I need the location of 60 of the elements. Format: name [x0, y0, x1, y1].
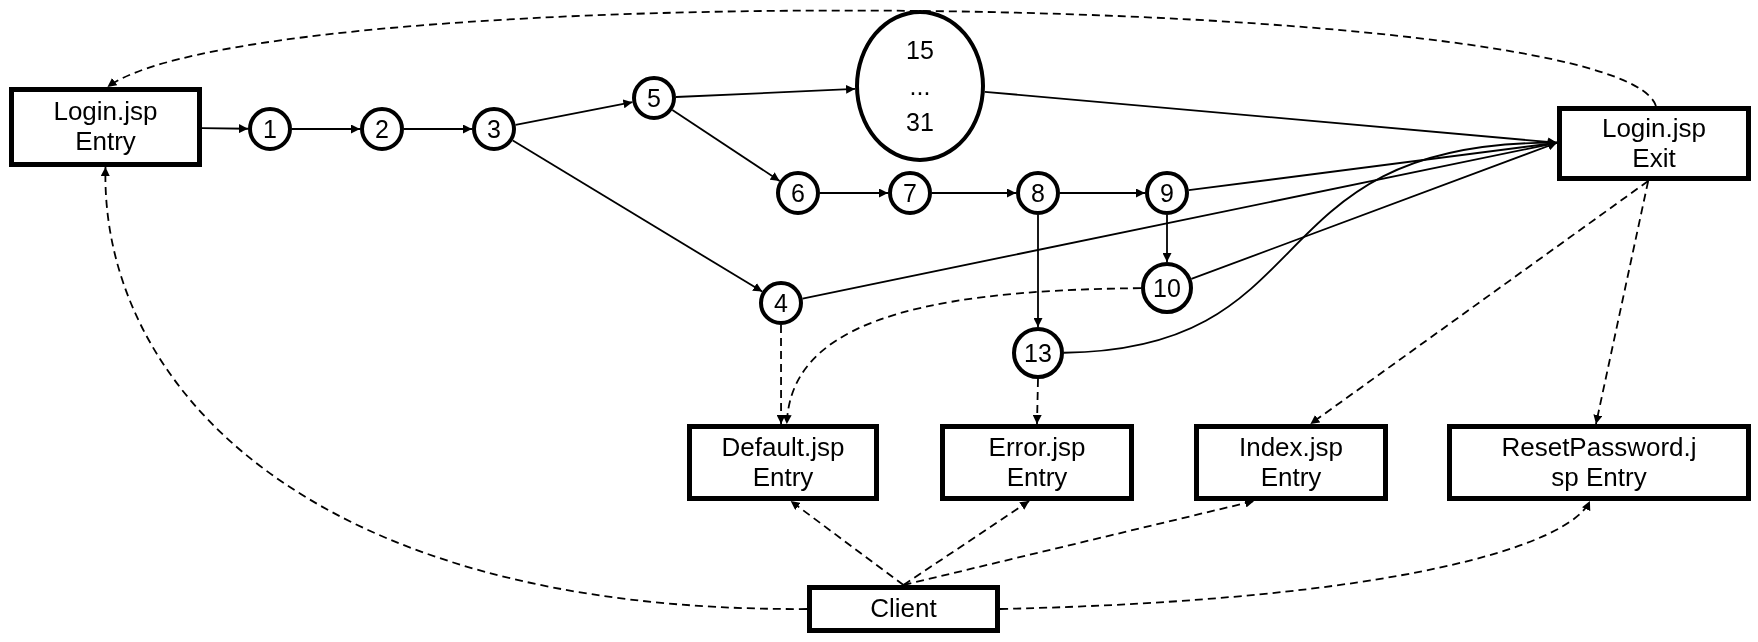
node-label: Client: [870, 594, 937, 624]
node-label: 3: [487, 114, 501, 144]
arrow: [1063, 138, 1558, 354]
arrow: [291, 124, 361, 134]
step-circle: [888, 171, 932, 215]
arrow: [1033, 214, 1043, 328]
arrow: [1190, 141, 1558, 280]
page-box: [807, 585, 1000, 633]
page-box: [1194, 424, 1388, 501]
step-circle: [759, 281, 803, 325]
node-label: 5: [647, 83, 661, 113]
arrow: [1162, 214, 1172, 263]
page-box: [9, 87, 202, 167]
dashed-arrow: [776, 324, 786, 425]
node-label: ResetPassword.j sp Entry: [1500, 432, 1698, 493]
step-circle: [1012, 327, 1064, 379]
node-label: Index.jsp Entry: [1237, 432, 1345, 493]
dashed-arrow: [1032, 378, 1042, 425]
node-label: 7: [903, 178, 917, 208]
arrow: [671, 109, 781, 182]
node-label: 1: [263, 114, 277, 144]
arrow: [675, 84, 856, 98]
step-circle: [248, 107, 292, 151]
step-circle: [632, 76, 676, 120]
page-box: [687, 424, 879, 501]
dashed-arrow: [1593, 180, 1650, 425]
dashed-arrow: [1309, 180, 1650, 425]
node-label: Login.jsp Entry: [52, 97, 159, 157]
dashed-arrow: [789, 500, 905, 586]
page-box: [1557, 106, 1751, 181]
node-label: 10: [1153, 273, 1181, 303]
step-circle: [1145, 171, 1189, 215]
step-circle: [776, 171, 820, 215]
page-box: [1447, 424, 1751, 501]
arrow: [931, 188, 1017, 198]
step-circle: [1141, 262, 1193, 314]
arrow: [514, 99, 634, 126]
dashed-arrow: [999, 500, 1591, 610]
node-label: 6: [791, 178, 805, 208]
step-circle: [472, 107, 516, 151]
dashed-arrow: [101, 166, 808, 610]
arrow: [403, 124, 473, 134]
node-label: Default.jsp Entry: [720, 432, 846, 493]
arrow: [511, 139, 764, 293]
node-label: Login.jsp Exit: [1600, 113, 1708, 174]
node-label: Error.jsp Entry: [987, 432, 1087, 493]
dashed-arrow: [783, 287, 1142, 425]
node-label: 2: [375, 114, 389, 144]
node-label: 15 ... 31: [905, 34, 935, 139]
dashed-arrow: [902, 500, 1031, 586]
step-circle: [360, 107, 404, 151]
page-box: [940, 424, 1134, 501]
node-label: 8: [1031, 178, 1045, 208]
arrow: [201, 124, 249, 134]
node-label: 9: [1160, 178, 1174, 208]
node-label: 13: [1024, 338, 1052, 368]
arrow: [1059, 188, 1146, 198]
step-circle: [1016, 171, 1060, 215]
arrow: [819, 188, 889, 198]
node-label: 4: [774, 288, 788, 318]
